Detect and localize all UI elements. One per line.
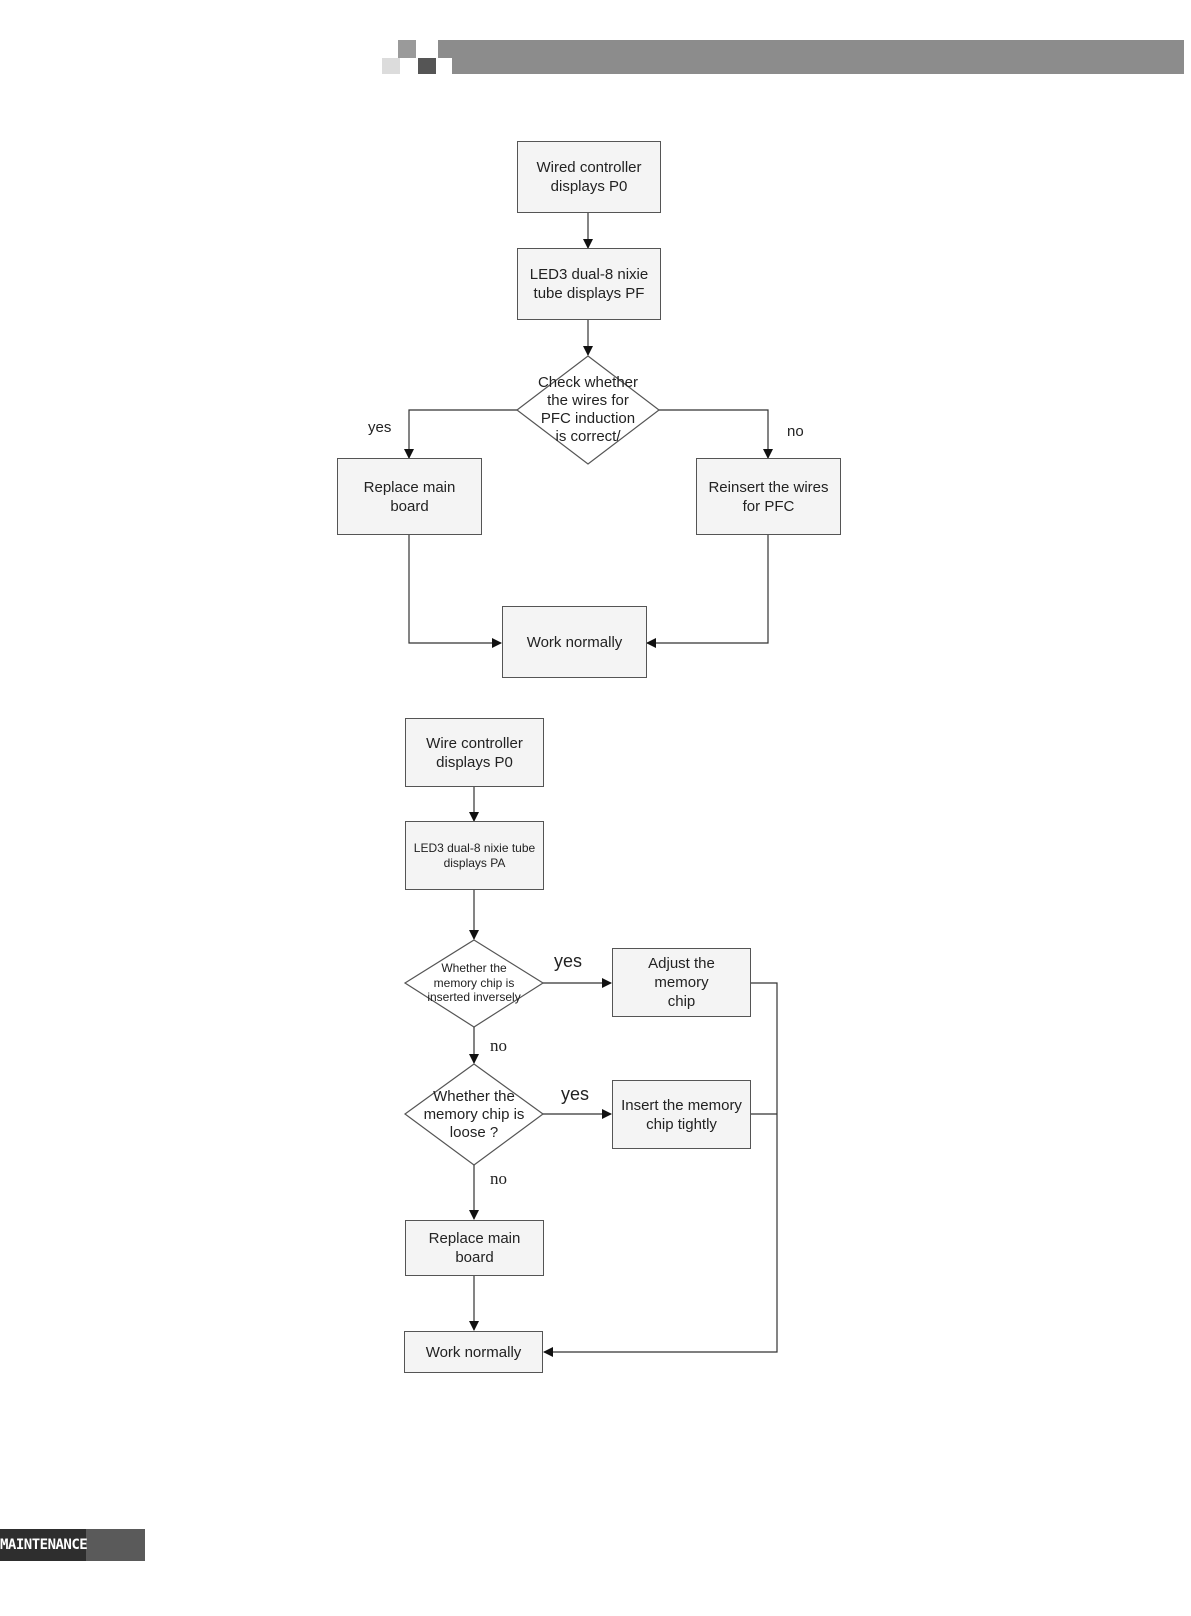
process-box-reinsert-wires: Reinsert the wires for PFC (696, 458, 841, 535)
header-square-decoration (418, 58, 436, 74)
connector-right-return (543, 982, 778, 1357)
process-box-replace-main-board: Replace main board (337, 458, 482, 535)
label-no-decision-2: no (490, 1169, 507, 1188)
connector-replace-to-end (408, 535, 502, 648)
label-no: no (787, 423, 804, 440)
header-bar (452, 40, 1184, 74)
process-box-insert-memory-chip: Insert the memory chip tightly (612, 1080, 751, 1149)
decision-text-memory-loose: Whether the memory chip is loose ? (423, 1088, 525, 1141)
process-box-replace-main-board-2: Replace main board (405, 1220, 544, 1276)
process-box-led-pf: LED3 dual-8 nixie tube displays PF (517, 248, 661, 320)
footer-section-label: MAINTENANCE (0, 1529, 88, 1561)
header-square-decoration (398, 40, 416, 58)
decision-text-memory-inverse: Whether the memory chip is inserted inve… (427, 961, 521, 1005)
process-box-adjust-memory-chip: Adjust the memory chip (612, 948, 751, 1017)
label-yes: yes (368, 419, 392, 436)
decision-diamond-pfc-wires (516, 355, 660, 465)
label-yes-decision-1: yes (554, 951, 583, 971)
connector-decision-yes (404, 409, 517, 459)
label-yes-decision-2: yes (561, 1084, 590, 1104)
terminal-box-work-normally-2: Work normally (404, 1331, 543, 1373)
header-square-decoration (382, 58, 400, 74)
process-box-start-2: Wire controller displays P0 (405, 718, 544, 787)
connector-reinsert-to-end (646, 535, 769, 648)
terminal-box-work-normally: Work normally (502, 606, 647, 678)
decision-text-pfc-wires: Check whether the wires for PFC inductio… (537, 374, 639, 445)
connector-decision-no (659, 409, 773, 459)
process-box-led-pa: LED3 dual-8 nixie tube displays PA (405, 821, 544, 890)
label-no-decision-1: no (490, 1036, 507, 1055)
process-box-start: Wired controller displays P0 (517, 141, 661, 213)
header-square-decoration (438, 40, 456, 58)
